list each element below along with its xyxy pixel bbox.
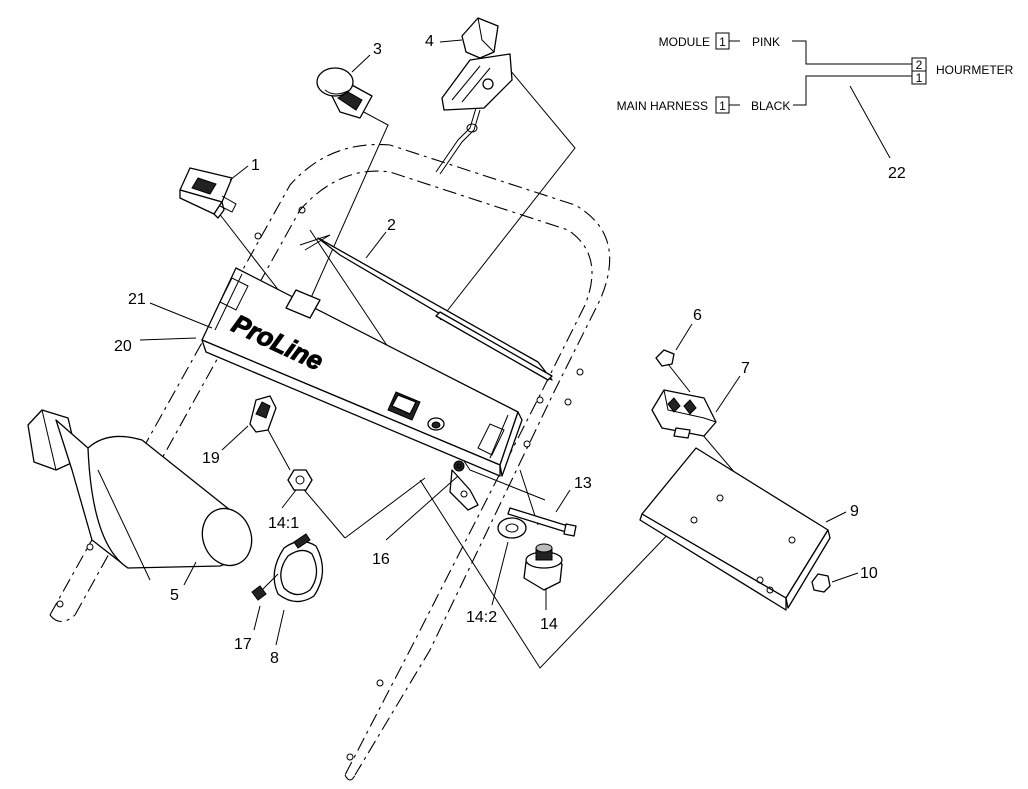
hourmeter-pin-bottom: 1 [916,71,923,85]
callout-7: 7 [741,360,750,377]
key-switch [179,167,237,219]
throttle-control [435,17,513,175]
callout-6: 6 [693,307,702,324]
callout-14-1: 14:1 [268,515,299,532]
hourmeter-pin-top: 2 [916,58,923,72]
relay-7 [651,389,717,439]
mounting-bracket [639,447,831,611]
push-button [316,67,373,119]
callout-21: 21 [128,291,146,308]
callout-14: 14 [540,616,558,633]
callout-22: 22 [888,165,906,182]
hourmeter-label: HOURMETER [936,63,1014,77]
leader-lines [139,39,891,646]
callout-10: 10 [860,565,878,582]
callout-8: 8 [270,650,279,667]
callout-20: 20 [114,338,132,355]
callout-4: 4 [425,33,434,50]
bolt-13 [507,507,577,537]
clamp-screw [251,573,279,601]
harness-label: MAIN HARNESS [617,99,708,113]
panel-bracket [449,469,479,511]
callout-16: 16 [372,551,390,568]
callout-5: 5 [170,587,179,604]
indicator-decal [249,395,277,433]
callout-13: 13 [574,475,592,492]
knob-14 [523,543,563,591]
harness-pin: 1 [719,99,726,113]
callout-3: 3 [373,41,382,58]
callout-2: 2 [387,217,396,234]
harness-color: BLACK [751,99,790,113]
handle-frame [49,143,611,781]
wiring-schematic: MODULE 1 PINK MAIN HARNESS 1 BLACK 2 1 H… [617,32,1014,114]
module-color: PINK [752,35,780,49]
callout-labels: 1 2 3 4 5 6 7 8 9 10 13 14 14:1 14:2 16 … [114,33,906,667]
callout-9: 9 [850,503,859,520]
washer-14-2 [497,517,527,539]
control-panel: ProLine [201,267,523,477]
callout-1: 1 [251,157,260,174]
nut-14-1 [287,469,313,491]
callout-19: 19 [202,450,220,467]
handle-grip [27,409,253,581]
nut-10 [811,573,831,593]
screw-6 [655,349,691,393]
hose-clamp [273,533,324,603]
module-label: MODULE [659,35,710,49]
callout-17: 17 [234,636,252,653]
module-pin: 1 [719,35,726,49]
callout-14-2: 14:2 [466,609,497,626]
hourmeter-plate [317,237,553,381]
